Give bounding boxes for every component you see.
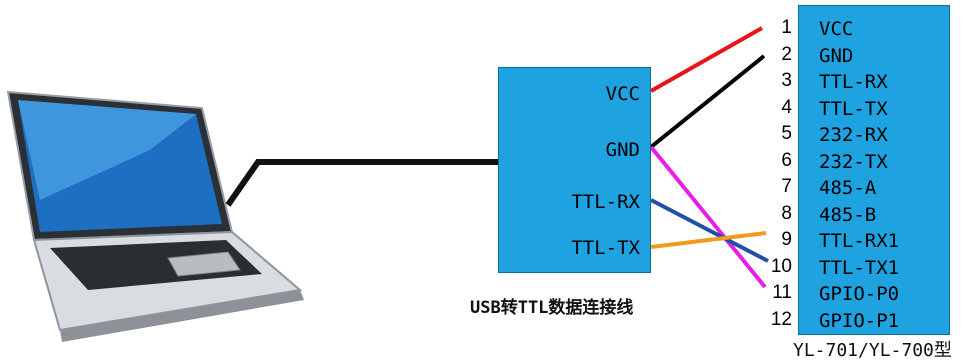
pin-number: 9 (781, 229, 792, 250)
module-pin-label: TTL-TX1 (819, 257, 900, 279)
usb-pin-vcc: VCC (605, 83, 640, 105)
module-pin-label: TTL-RX (819, 71, 888, 93)
module-pin-label: GPIO-P0 (819, 283, 900, 305)
gnd-wire (649, 54, 766, 149)
pin-number: 11 (772, 282, 792, 303)
module-pin-label: GND (819, 45, 854, 67)
module-pin-label: 232-RX (819, 124, 888, 146)
usb-cable (225, 159, 498, 207)
module-pin-label: 485-B (819, 204, 877, 226)
usb-pin-gnd: GND (605, 139, 640, 161)
module-caption: YL-701/YL-700型 (793, 340, 952, 361)
pin-number: 2 (781, 44, 792, 65)
pin-number: 8 (781, 203, 792, 224)
pin-number: 1 (781, 17, 792, 38)
usb-pin-ttl-rx: TTL-RX (571, 191, 640, 213)
module-pin-label: GPIO-P1 (819, 310, 900, 332)
pin-number: 10 (770, 256, 792, 277)
usb-adapter-box: VCC GND TTL-RX TTL-TX (498, 67, 651, 273)
usb-adapter-caption: USB转TTL数据连接线 (470, 298, 634, 318)
module-pin-label: VCC (819, 18, 854, 40)
module-pin-label: TTL-TX (819, 98, 888, 120)
module-pin-label: 232-TX (819, 151, 888, 173)
pin-number: 4 (781, 97, 792, 118)
pin-number: 7 (781, 176, 792, 197)
laptop-icon (6, 90, 304, 342)
module-pin-label: TTL-RX1 (819, 230, 900, 252)
vcc-wire (650, 26, 763, 93)
module-pin-label: 485-A (819, 177, 877, 199)
gpio-wire (649, 145, 767, 289)
module-box: VCC GND TTL-RX TTL-TX 232-RX 232-TX 485-… (798, 5, 950, 335)
tx-wire (650, 231, 767, 249)
pin-number: 5 (781, 123, 792, 144)
rx-wire (650, 198, 769, 263)
usb-pin-ttl-tx: TTL-TX (571, 237, 640, 259)
pin-number: 12 (770, 309, 792, 330)
pin-number: 3 (781, 70, 792, 91)
pin-number: 6 (781, 150, 792, 171)
